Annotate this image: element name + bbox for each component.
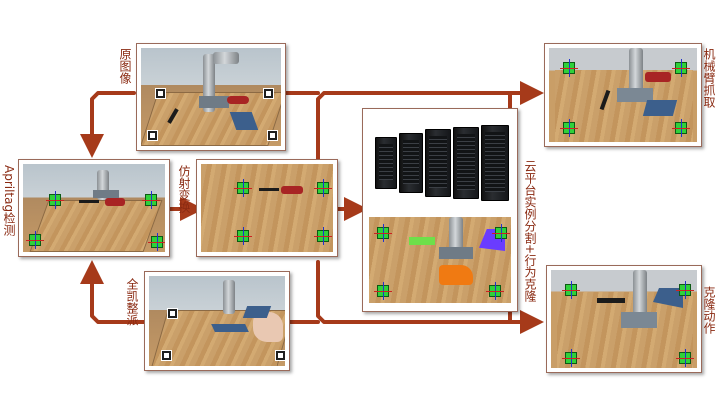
- apriltag-marker-icon: [374, 224, 392, 242]
- server-rack-icon: [375, 137, 397, 189]
- arrow-demo-to-detect: [80, 260, 146, 324]
- robot-grasp-panel: [544, 43, 702, 147]
- affine-transform-panel: [196, 159, 338, 257]
- affine-transform-label: 仿射变换: [177, 165, 191, 213]
- arrow-original-to-detect: [80, 91, 136, 158]
- gripper: [621, 312, 657, 328]
- clone-action-panel: [546, 265, 702, 373]
- arrow-to-clone: [316, 260, 544, 334]
- robot-arm-icon: [633, 270, 647, 320]
- demonstration-photo: [149, 276, 285, 366]
- apriltag-marker-icon: [167, 308, 178, 319]
- segment-green: [409, 237, 435, 245]
- cloud-segmentation-label: 云平台实例分割+行为克隆: [523, 160, 537, 303]
- arrow-to-grasp: [316, 81, 544, 162]
- original-photo: [141, 48, 281, 146]
- apriltag-marker-icon: [155, 88, 166, 99]
- clone-action-label: 克隆动作: [702, 286, 716, 334]
- gripper: [199, 96, 229, 108]
- original-image-panel: [136, 43, 286, 151]
- red-object: [227, 96, 249, 104]
- apriltag-marker-icon: [46, 191, 64, 209]
- gripper: [617, 88, 653, 102]
- apriltag-detection-label: Apriltag检测: [2, 165, 16, 237]
- apriltag-marker-icon: [562, 281, 580, 299]
- robot-arm-icon: [223, 280, 235, 314]
- clone-photo: [551, 270, 697, 368]
- affine-photo: [201, 164, 333, 252]
- full-demonstration-panel: [144, 271, 290, 371]
- original-image-label: 原图像: [118, 48, 132, 84]
- apriltag-marker-icon: [560, 59, 578, 77]
- segment-orange: [439, 265, 473, 285]
- apriltag-marker-icon: [234, 179, 252, 197]
- robot-arm-icon: [629, 48, 643, 94]
- grasp-photo: [549, 48, 697, 142]
- segmentation-photo: [369, 217, 511, 303]
- gripper: [439, 247, 473, 259]
- detection-photo: [23, 164, 165, 252]
- cloud-platform-panel: [362, 108, 518, 312]
- apriltag-detection-panel: [18, 159, 170, 257]
- robot-grasp-label: 机械臂抓取: [702, 48, 716, 108]
- full-demonstration-label: 全凯整派: [125, 278, 139, 326]
